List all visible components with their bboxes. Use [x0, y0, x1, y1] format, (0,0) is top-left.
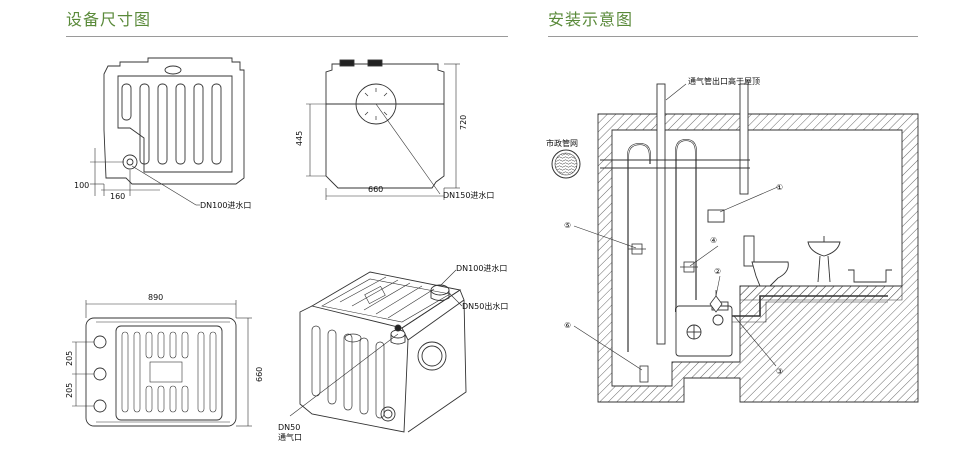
municipal-pipe-drawing [551, 149, 581, 179]
lift-station-tank [675, 301, 733, 357]
marker-6: ⑥ [564, 321, 571, 330]
dim-205-a-label: 205 [65, 351, 74, 366]
municipal-pipe-label: 市政管网 [546, 138, 578, 148]
callout-dn50-vent-line1: DN50 [278, 423, 300, 432]
dim-660-plan-label: 660 [255, 367, 264, 382]
dim-890-label: 890 [148, 293, 163, 302]
marker-1: ① [776, 183, 783, 192]
bathtub-drawing [848, 269, 892, 283]
front-view-drawing [325, 59, 445, 189]
callout-dn50-vent-line2: 通气口 [278, 432, 302, 442]
install-leader-lines [573, 83, 781, 371]
plan-view-drawing [85, 317, 237, 427]
dim-100-label: 100 [74, 181, 89, 190]
isometric-view-drawing [299, 271, 467, 433]
isometric-view-leaders [289, 269, 463, 417]
toilet-drawing [743, 235, 789, 287]
marker-4: ④ [710, 236, 717, 245]
callout-dn100-inlet-a: DN100进水口 [200, 200, 251, 210]
marker-5: ⑤ [564, 221, 571, 230]
plan-view-dimension-lines [72, 300, 252, 427]
side-view-drawing [103, 57, 245, 185]
installation-piping [600, 83, 888, 352]
vent-note-label: 通气管出口高于屋顶 [688, 76, 760, 86]
marker-3: ③ [776, 367, 783, 376]
dim-445-label: 445 [295, 131, 304, 146]
building-walls [597, 113, 919, 403]
callout-dn50-outlet: DN50出水口 [462, 301, 508, 311]
callout-dn100-inlet-b: DN100进水口 [456, 263, 507, 273]
installation-diagram-title: 安装示意图 [548, 10, 634, 29]
side-view-dimension-lines [90, 148, 200, 206]
dim-205-b-label: 205 [65, 383, 74, 398]
control-box-drawing [707, 209, 725, 223]
washbasin-drawing [807, 236, 841, 283]
equipment-dimensions-title: 设备尺寸图 [66, 10, 152, 29]
left-title-divider [66, 36, 508, 37]
marker-2: ② [714, 267, 721, 276]
dim-660-front-label: 660 [368, 185, 383, 194]
dim-160-label: 160 [110, 192, 125, 201]
front-view-dimension-lines [306, 63, 460, 200]
callout-dn150-inlet: DN150进水口 [443, 190, 494, 200]
dim-720-label: 720 [459, 115, 468, 130]
right-title-divider [548, 36, 918, 37]
